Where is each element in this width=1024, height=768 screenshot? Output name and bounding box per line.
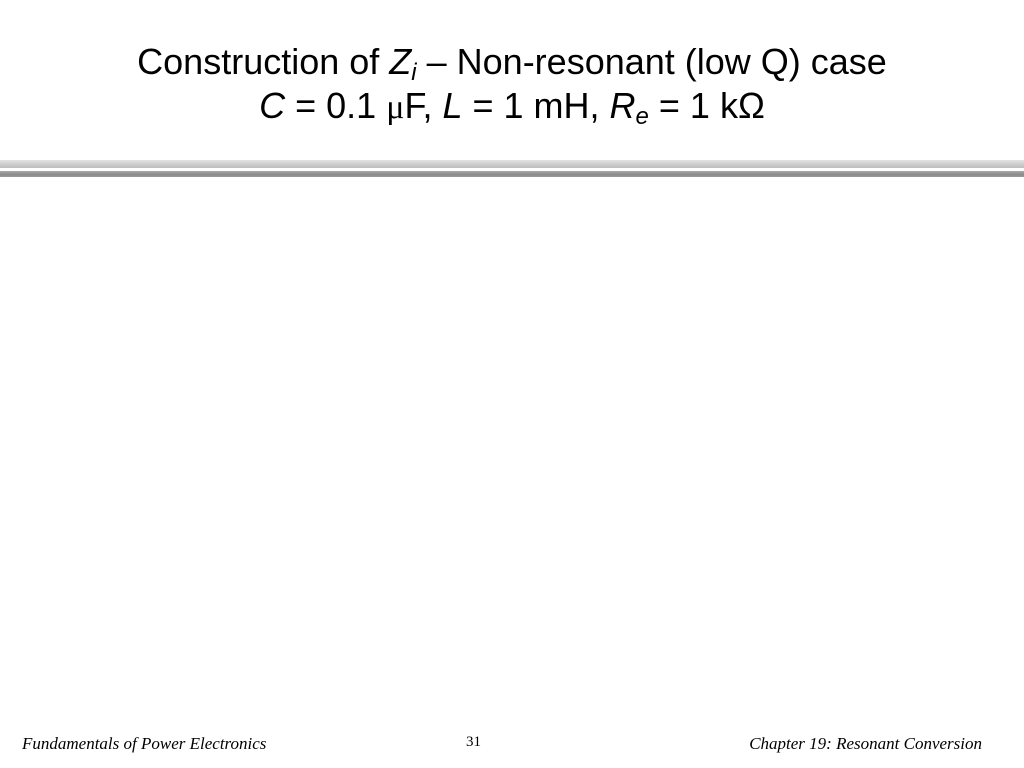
title-divider-light — [0, 160, 1024, 168]
title-variable-z: Z — [389, 41, 412, 82]
param-l-equals: = 1 mH, — [462, 85, 610, 126]
footer-book-title: Fundamentals of Power Electronics — [22, 734, 267, 753]
footer-chapter-title: Chapter 19: Resonant Conversion — [749, 734, 982, 753]
title-subscript-i: i — [411, 59, 417, 86]
title-suffix: – Non-resonant (low Q) case — [416, 41, 887, 82]
title-line-1: Construction of Zi – Non-resonant (low Q… — [0, 40, 1024, 86]
param-r-subscript-e: e — [635, 103, 649, 130]
param-c-equals: = 0.1 — [285, 85, 387, 126]
param-c-mu-symbol: μ — [386, 89, 405, 126]
param-r-equals: = 1 kΩ — [648, 85, 765, 126]
param-c-variable: C — [259, 85, 286, 126]
param-r-variable: R — [609, 85, 636, 126]
param-c-unit: F, — [404, 85, 443, 126]
title-divider-dark — [0, 171, 1024, 177]
footer-page-number: 31 — [466, 734, 481, 750]
title-line-2: C = 0.1 μF, L = 1 mH, Re = 1 kΩ — [0, 84, 1024, 130]
slide-title: Construction of Zi – Non-resonant (low Q… — [0, 40, 1024, 130]
param-l-variable: L — [442, 85, 463, 126]
title-prefix: Construction of — [137, 41, 390, 82]
